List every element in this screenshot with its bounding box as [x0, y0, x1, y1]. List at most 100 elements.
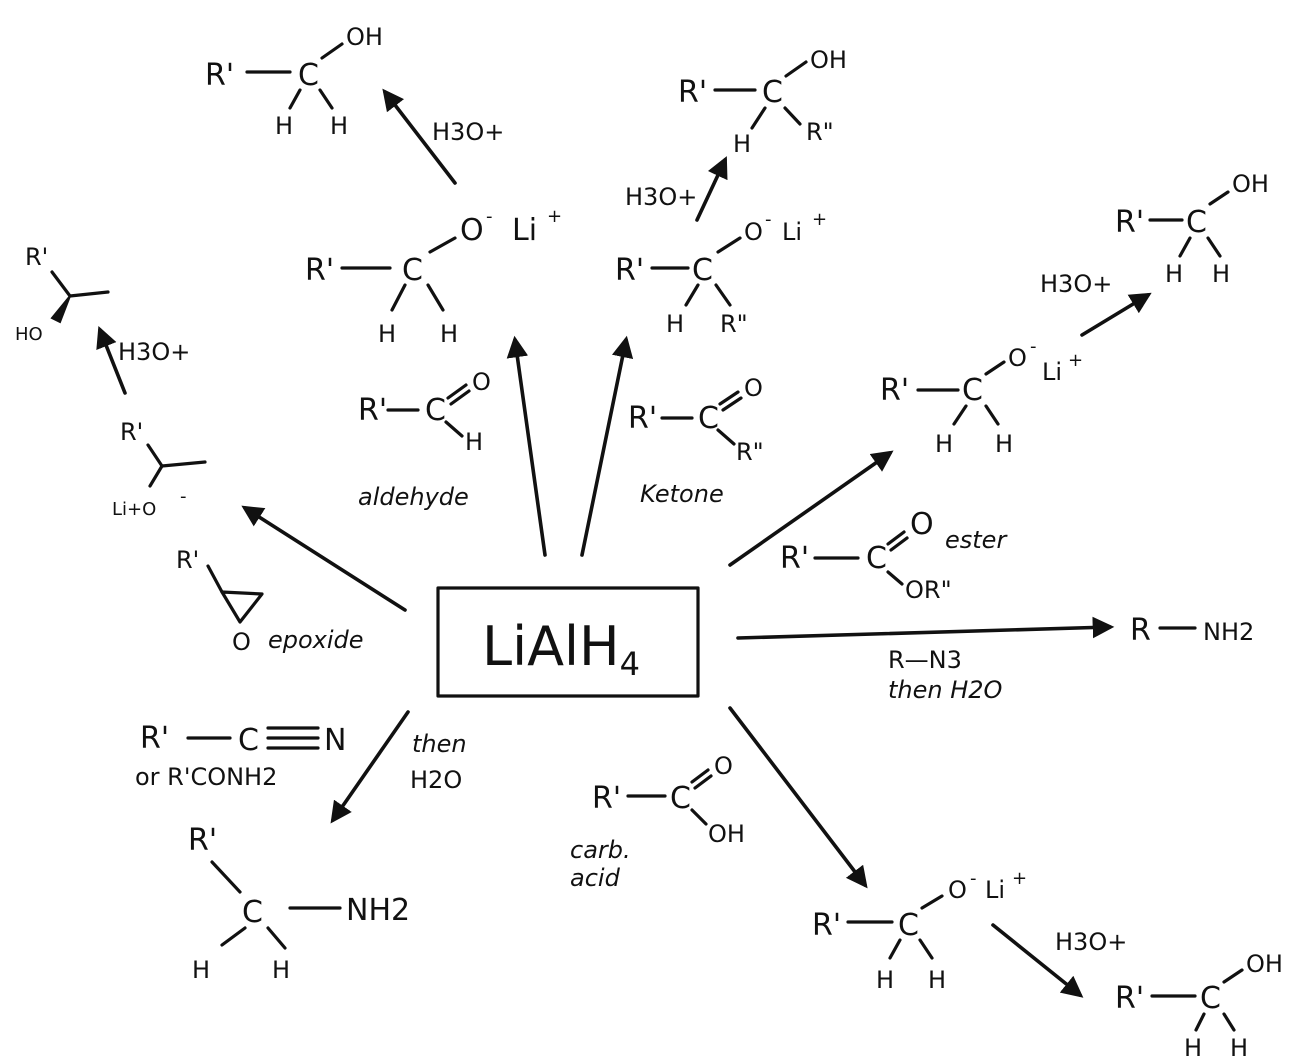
bond [920, 894, 944, 910]
bond [690, 768, 710, 784]
bond [1178, 236, 1192, 258]
atom-label: NH2 [346, 893, 410, 928]
atom-label: H [1165, 260, 1183, 288]
atom-label: H [1230, 1034, 1248, 1061]
arrow-azide [736, 616, 1115, 640]
atom-label: H [733, 130, 751, 158]
aldehyde-product: R' C OH H H [205, 23, 383, 140]
atom-label: C [298, 58, 319, 93]
bond [444, 420, 464, 438]
atom-label: Li [782, 218, 802, 246]
bond [1222, 968, 1244, 984]
atom-label: C [866, 541, 887, 576]
bond [206, 564, 224, 594]
bond [426, 283, 445, 312]
atom-label: R' [176, 546, 199, 574]
bond [918, 938, 934, 960]
atom-label: C [402, 253, 423, 288]
wedge-bond [50, 295, 71, 324]
charge: + [812, 209, 827, 230]
charge: + [1012, 868, 1027, 889]
bond [783, 106, 802, 126]
bond [750, 106, 767, 130]
bond [888, 938, 902, 960]
aldehyde-label: aldehyde [358, 483, 469, 511]
arrow-ketone-hydrolysis [695, 156, 728, 222]
bond [714, 283, 732, 307]
bond [784, 60, 808, 78]
bond [68, 290, 110, 298]
bond [984, 360, 1006, 376]
charge: - [970, 868, 977, 889]
amide-alternative: or R'CONH2 [135, 763, 277, 791]
atom-label: H [272, 956, 290, 984]
atom-label: C [425, 393, 446, 428]
azide-reagent: R—N3 [888, 646, 962, 674]
aldehyde-substrate: R' C O H aldehyde [358, 368, 491, 511]
atom-label: R' [1115, 981, 1144, 1016]
bond [148, 464, 164, 488]
bond [266, 926, 287, 950]
bond [693, 774, 713, 790]
atom-label: O [232, 628, 251, 656]
reagent-label: LiAlH4 [482, 615, 640, 683]
atom-label: R' [358, 393, 387, 428]
bond [390, 283, 407, 312]
atom-label: H [440, 320, 458, 348]
bond [952, 404, 968, 426]
atom-label: O [744, 218, 763, 246]
atom-label: O [714, 752, 733, 780]
bond [146, 443, 164, 468]
atom-label: R' [628, 401, 657, 436]
ketone-h3o-reagent: H3O+ [625, 183, 697, 211]
atom-label: HO [15, 324, 43, 345]
charge: - [180, 486, 187, 507]
atom-label: O [948, 876, 967, 904]
arrow-aldehyde [506, 335, 547, 557]
ester-label: ester [945, 526, 1008, 554]
atom-label: R [1130, 613, 1151, 648]
ketone-product: R' C OH H R" [678, 46, 847, 158]
bond [160, 460, 207, 468]
ketone-substrate: R' C O R" Ketone [628, 374, 764, 508]
azide-then-water: then H2O [888, 676, 1002, 704]
bond [886, 570, 904, 586]
bond [1206, 236, 1222, 258]
charge: + [1068, 350, 1083, 371]
atom-label: R' [678, 75, 707, 110]
atom-label: C [762, 75, 783, 110]
bond [889, 536, 909, 552]
epoxide-label: epoxide [268, 626, 364, 654]
bond [288, 88, 302, 110]
charge: - [765, 209, 772, 230]
atom-label: NH2 [1203, 618, 1254, 646]
atom-label: H [1212, 260, 1230, 288]
atom-label: O [744, 374, 763, 402]
atom-label: H [378, 320, 396, 348]
arrow-ester [728, 450, 894, 567]
atom-label: C [692, 253, 713, 288]
nitrile-h2o: H2O [410, 766, 462, 794]
bond [716, 428, 736, 446]
atom-label: OH [708, 820, 745, 848]
atom-label: N [324, 723, 346, 758]
atom-label: R' [305, 253, 334, 288]
bond [690, 808, 708, 826]
bond [320, 42, 344, 60]
carb-acid-label-2: acid [570, 864, 621, 892]
aldehyde-h3o-reagent: H3O+ [432, 118, 504, 146]
bond [718, 390, 740, 406]
bond [318, 88, 334, 110]
atom-label: OH [1232, 170, 1269, 198]
atom-label: O [910, 507, 934, 542]
azide-product: R NH2 [1130, 613, 1254, 648]
atom-label: C [1200, 981, 1221, 1016]
atom-label: OH [810, 46, 847, 74]
arrow-acid-hydrolysis [991, 923, 1084, 998]
bond [210, 860, 242, 894]
charge: - [1030, 336, 1037, 357]
atom-label: R' [812, 908, 841, 943]
atom-label: R' [140, 721, 169, 756]
atom-label: C [1186, 205, 1207, 240]
